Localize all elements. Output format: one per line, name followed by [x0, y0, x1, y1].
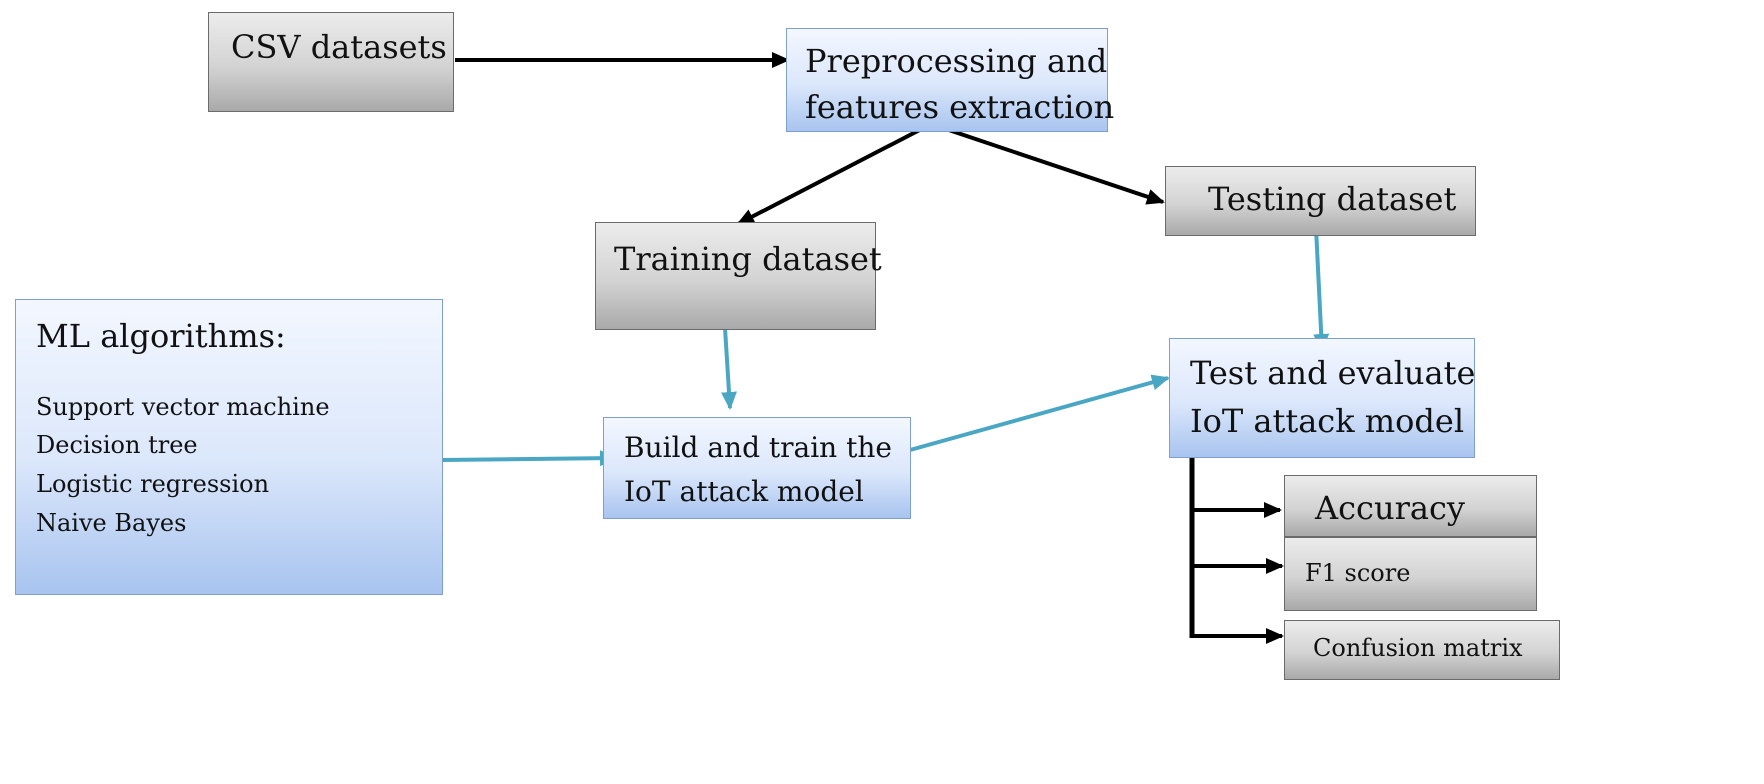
test-evaluate-label-line1: Test and evaluate	[1190, 354, 1476, 392]
preprocessing-label-line2: features extraction	[805, 88, 1115, 126]
ml-item-logistic-regression: Logistic regression	[36, 470, 270, 498]
arrow-ml-to-build	[441, 450, 618, 467]
arrow-testing-to-test	[1313, 227, 1330, 352]
training-dataset-box: Training dataset	[595, 222, 882, 330]
arrow-preprocess-to-testing	[924, 120, 1165, 205]
confusion-matrix-label: Confusion matrix	[1313, 634, 1523, 662]
ml-algorithms-box: ML algorithms: Support vector machine De…	[15, 299, 443, 595]
csv-datasets-box: CSV datasets	[208, 12, 454, 112]
ml-item-naive-bayes: Naive Bayes	[36, 509, 187, 537]
ml-algorithms-title: ML algorithms:	[36, 317, 286, 355]
arrow-build-to-test	[909, 374, 1170, 452]
confusion-matrix-box: Confusion matrix	[1284, 620, 1560, 680]
preprocessing-box: Preprocessing and features extraction	[786, 28, 1114, 132]
build-train-label-line2: IoT attack model	[624, 475, 864, 508]
ml-item-svm: Support vector machine	[36, 393, 330, 421]
preprocessing-label-line1: Preprocessing and	[805, 42, 1108, 80]
build-train-label-line1: Build and train the	[624, 431, 892, 464]
testing-dataset-box: Testing dataset	[1165, 166, 1476, 236]
testing-dataset-label: Testing dataset	[1208, 180, 1457, 218]
accuracy-label: Accuracy	[1315, 489, 1465, 527]
test-evaluate-box: Test and evaluate IoT attack model	[1169, 338, 1475, 458]
f1-score-box: F1 score	[1284, 537, 1537, 611]
f1-score-label: F1 score	[1305, 559, 1411, 587]
ml-item-decision-tree: Decision tree	[36, 431, 198, 459]
csv-datasets-label: CSV datasets	[231, 28, 447, 66]
arrow-preprocess-to-training	[736, 120, 936, 226]
training-dataset-label: Training dataset	[614, 240, 882, 278]
build-train-box: Build and train the IoT attack model	[603, 417, 911, 519]
accuracy-box: Accuracy	[1284, 475, 1537, 537]
test-evaluate-label-line2: IoT attack model	[1190, 402, 1465, 440]
